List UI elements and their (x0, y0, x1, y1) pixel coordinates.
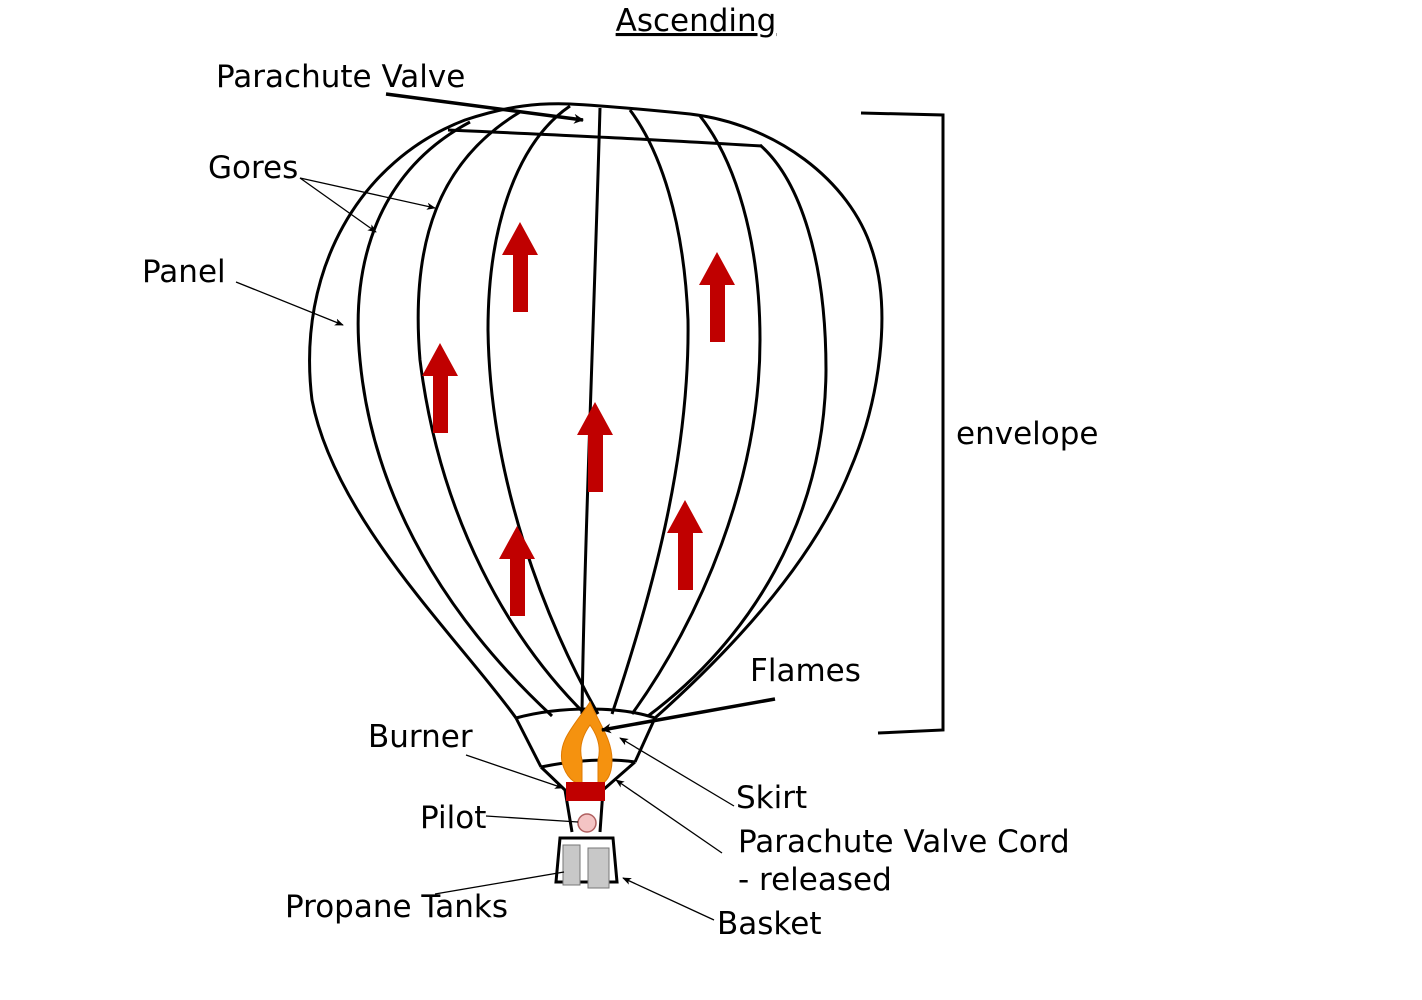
pilot-pointer (485, 815, 579, 823)
hot-air-arrow (422, 343, 458, 433)
propane-tank-left (562, 844, 581, 886)
panel-pointer (235, 281, 344, 326)
crown-ring (447, 128, 763, 148)
label-burner: Burner (368, 719, 473, 755)
burner-flame (560, 700, 613, 785)
balloon-envelope (308, 102, 884, 720)
label-gores: Gores (208, 150, 298, 186)
propane-tank-right (587, 847, 610, 889)
label-basket: Basket (717, 906, 822, 942)
basket-pointer (622, 877, 715, 921)
hot-air-arrow (667, 500, 703, 590)
flames-pointer (601, 697, 776, 734)
label-parachute-valve-cord-released: - released (738, 862, 892, 898)
label-parachute-valve: Parachute Valve (216, 59, 465, 95)
hot-air-arrow (577, 402, 613, 492)
hot-air-arrow (499, 526, 535, 616)
basket (554, 836, 619, 889)
envelope-bracket (860, 111, 945, 735)
hot-air-arrow (502, 222, 538, 312)
label-pilot: Pilot (420, 800, 486, 836)
label-parachute-valve-cord: Parachute Valve Cord (738, 824, 1070, 860)
parachute-valve-cord-pointer (615, 779, 723, 854)
leader-lines (235, 92, 776, 921)
gores-pointer-2 (299, 177, 377, 233)
label-skirt: Skirt (736, 780, 807, 816)
gores-pointer-1 (299, 177, 436, 210)
diagram-title: Ascending (616, 3, 777, 39)
propane-tanks-pointer (434, 871, 565, 895)
hot-air-arrows (422, 222, 735, 616)
label-panel: Panel (142, 254, 226, 290)
label-flames: Flames (750, 653, 861, 689)
skirt-pointer (619, 737, 735, 807)
label-propane-tanks: Propane Tanks (285, 889, 508, 925)
pilot-light (577, 813, 597, 833)
hot-air-arrow (699, 252, 735, 342)
burner (566, 782, 605, 801)
label-envelope: envelope (956, 416, 1098, 452)
parachute-valve-pointer (385, 92, 584, 124)
burner-pointer (465, 754, 564, 789)
